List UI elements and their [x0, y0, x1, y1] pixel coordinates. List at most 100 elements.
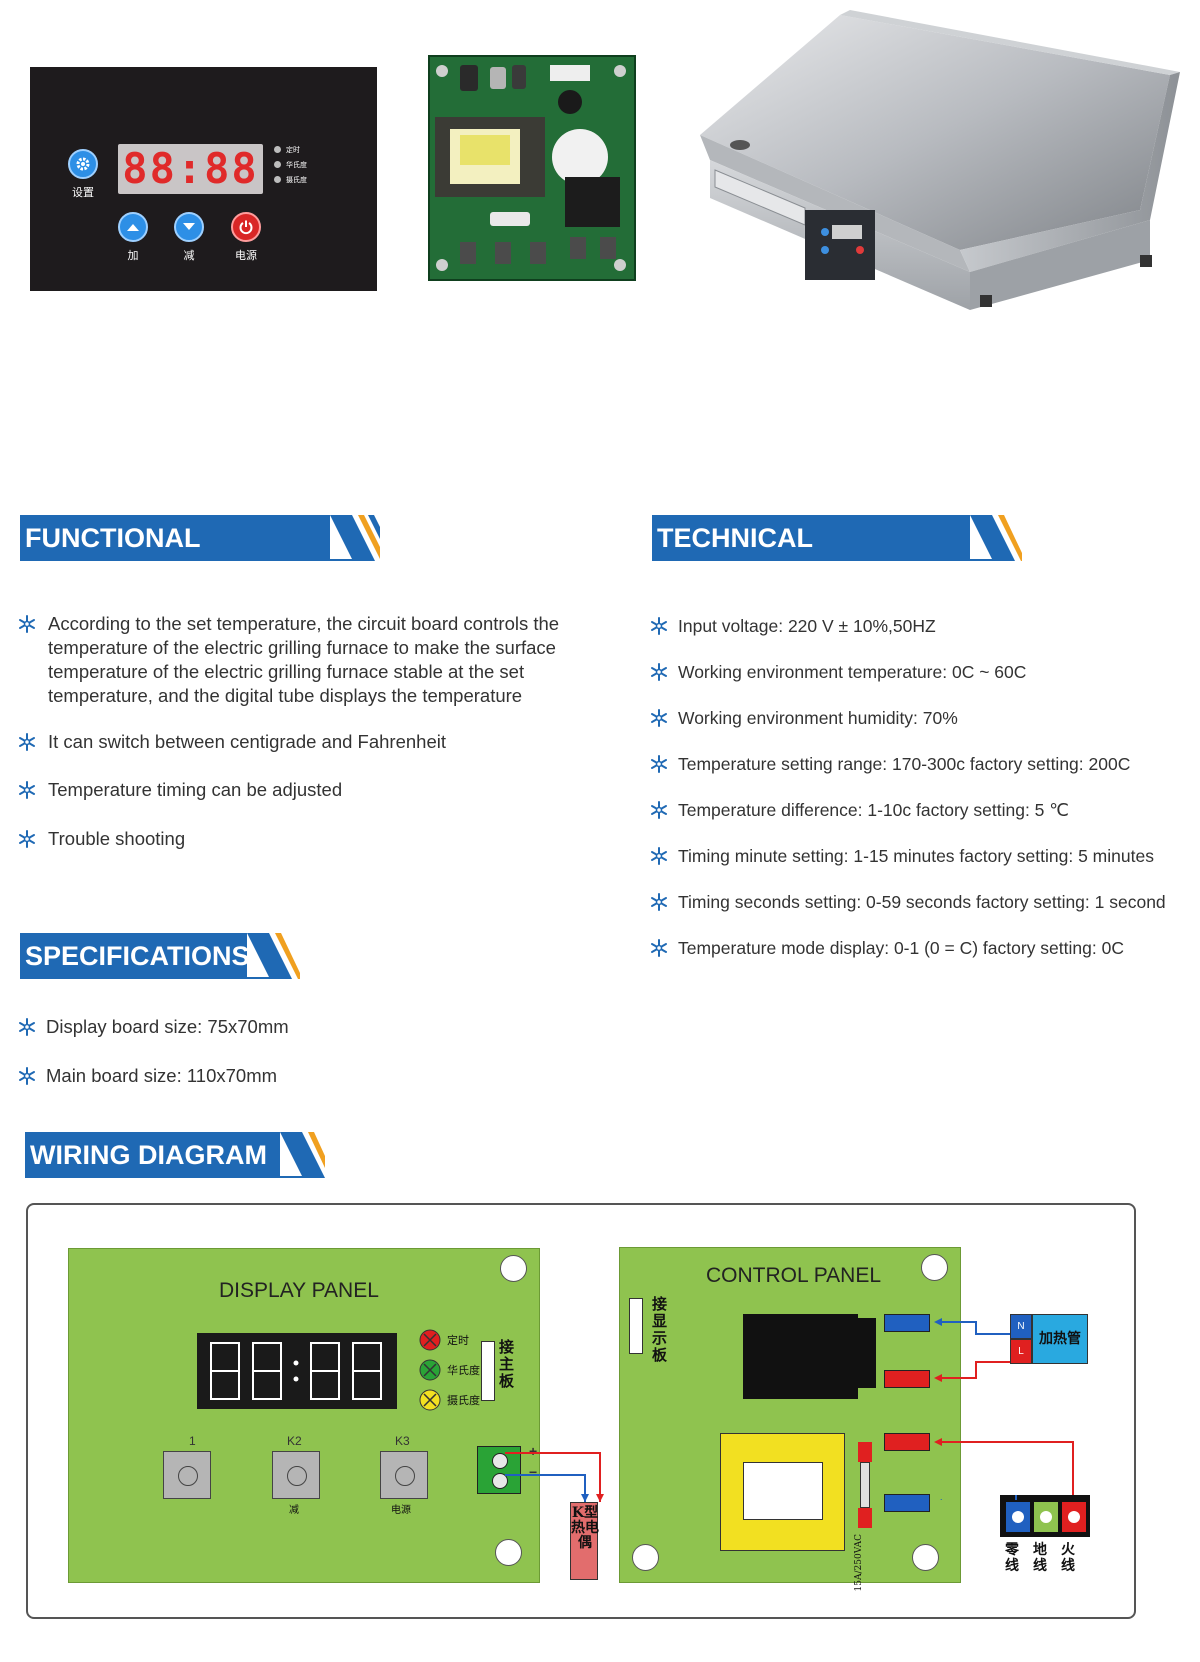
green-led-icon [419, 1359, 441, 1381]
terminal-label: 零线 [1005, 1542, 1019, 1574]
led-label: 华氏度 [447, 1364, 480, 1377]
key-switch [380, 1451, 428, 1499]
indicator-label: 摄氏度 [286, 176, 307, 184]
thermocouple-label: K型热电偶 [571, 1505, 599, 1551]
plus-sign: + [529, 1443, 538, 1459]
pin-header [481, 1341, 495, 1401]
indicator-dot [274, 161, 281, 168]
list-item-text: Main board size: 110x70mm [46, 1065, 278, 1086]
control-panel-board: CONTROL PANEL 接显示板 15A/250VAC [619, 1247, 961, 1591]
yellow-led-icon [419, 1389, 441, 1411]
transformer [720, 1433, 845, 1551]
display-panel-title: DISPLAY PANEL [219, 1279, 379, 1302]
snowflake-bullet-icon [651, 755, 667, 773]
mount-hole [921, 1254, 948, 1281]
section-title: FUNCTIONAL FEATURES [20, 515, 330, 599]
list-item-text: Temperature setting range: 170-300c fact… [678, 754, 1131, 774]
snowflake-bullet-icon [651, 617, 667, 635]
seven-segment-display [197, 1333, 397, 1409]
control-wires [934, 1318, 1074, 1500]
snowflake-bullet-icon [651, 663, 667, 681]
pin-header [629, 1298, 643, 1354]
relay-block [743, 1314, 858, 1399]
mount-hole [495, 1539, 522, 1566]
fuse-cap [858, 1442, 872, 1462]
control-panel-title: CONTROL PANEL [706, 1264, 882, 1287]
terminal-label: 地线 [1033, 1542, 1047, 1574]
key-label: 1 [189, 1434, 196, 1448]
down-label: 减 [183, 249, 195, 262]
indicator-dot [274, 146, 281, 153]
key-label: K3 [395, 1434, 410, 1448]
snowflake-bullet-icon [19, 1018, 35, 1036]
wiring-diagram-frame [26, 1203, 1136, 1619]
technical-parameter-list: Input voltage: 220 V ± 10%,50HZ Working … [650, 614, 1200, 964]
terminal-label: 火线 [1061, 1542, 1075, 1574]
relay-tab [858, 1318, 876, 1388]
settings-label: 设置 [72, 186, 94, 199]
terminal-l [884, 1370, 930, 1388]
power-button-icon [231, 212, 261, 242]
heater-label: 加热管 [1039, 1331, 1081, 1347]
list-item-text: According to the set temperature, the ci… [48, 613, 560, 706]
functional-features-list: According to the set temperature, the ci… [18, 612, 618, 872]
key-caption: 减 [289, 1505, 299, 1516]
heater-n-terminal: N [1010, 1314, 1032, 1339]
led-label: 摄氏度 [447, 1394, 480, 1407]
list-item-text: Temperature difference: 1-10c factory se… [678, 800, 1069, 820]
snowflake-bullet-icon [19, 830, 35, 848]
header-stripes-icon [20, 933, 300, 979]
terminal-n [884, 1314, 930, 1332]
terminal-neutral-in [884, 1494, 930, 1512]
circuit-board-photo [428, 55, 636, 281]
key-switch [272, 1451, 320, 1499]
header-stripes-icon [25, 1132, 325, 1178]
snowflake-bullet-icon [19, 733, 35, 751]
header-stripes-icon [20, 515, 380, 561]
snowflake-bullet-icon [19, 615, 35, 633]
indicator-dot [274, 176, 281, 183]
technical-parameter-header: TECHNICAL PARAMETER [652, 515, 1022, 599]
heater-l-terminal: L [1010, 1339, 1032, 1364]
heater-box: 加热管 [1032, 1314, 1088, 1364]
display-panel-photo: 设置 88:88 定时 华氏度 摄氏度 加 减 电源 [30, 67, 377, 291]
fuse-label: 15A/250VAC [854, 1534, 864, 1592]
list-item-text: Input voltage: 220 V ± 10%,50HZ [678, 616, 936, 636]
section-title: SPECIFICATIONS [20, 933, 250, 979]
snowflake-bullet-icon [651, 939, 667, 957]
list-item-text: Working environment temperature: 0C ~ 60… [678, 662, 1027, 682]
griddle-photo [700, 10, 1185, 330]
fuse-body [860, 1462, 870, 1508]
functional-features-header: FUNCTIONAL FEATURES [20, 515, 380, 599]
up-button-icon [118, 212, 148, 242]
list-item-text: Timing seconds setting: 0-59 seconds fac… [678, 892, 1166, 912]
key-label: K2 [287, 1434, 302, 1448]
up-label: 加 [127, 249, 139, 262]
terminal-live-in [884, 1433, 930, 1451]
mains-terminal-block [1000, 1495, 1090, 1537]
fuse-cap [858, 1508, 872, 1528]
snowflake-bullet-icon [19, 1067, 35, 1085]
list-item-text: Display board size: 75x70mm [46, 1016, 289, 1037]
red-led-icon [419, 1329, 441, 1351]
specifications-header: SPECIFICATIONS [20, 933, 300, 979]
segment-display: 88:88 [118, 144, 263, 194]
led-label: 定时 [447, 1334, 469, 1347]
mount-hole [912, 1544, 939, 1571]
segment-digits: 88:88 [122, 144, 259, 193]
section-title: TECHNICAL PARAMETER [652, 515, 970, 599]
list-item-text: It can switch between centigrade and Fah… [48, 731, 446, 752]
thermocouple-wires [505, 1452, 604, 1502]
specifications-list: Display board size: 75x70mm Main board s… [18, 1015, 518, 1095]
mount-hole [500, 1255, 527, 1282]
snowflake-bullet-icon [651, 847, 667, 865]
key-switch [163, 1451, 211, 1499]
snowflake-bullet-icon [19, 781, 35, 799]
power-label: 电源 [235, 249, 257, 262]
thermocouple-box: K型热电偶 [570, 1502, 599, 1580]
section-title: WIRING DIAGRAM [25, 1132, 280, 1178]
indicator-label: 华氏度 [286, 161, 307, 169]
indicator-label: 定时 [286, 146, 300, 154]
list-item-text: Temperature timing can be adjusted [48, 779, 343, 800]
minus-sign: − [529, 1464, 538, 1480]
